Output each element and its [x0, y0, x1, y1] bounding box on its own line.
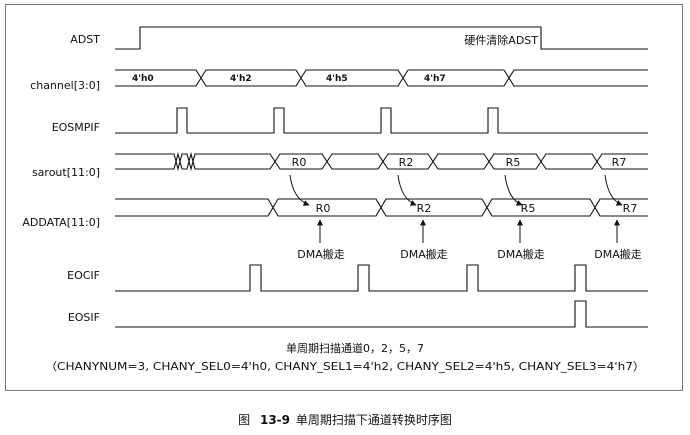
- dma-arrows: [317, 219, 620, 243]
- eosmpif-label: EOSMPIF: [52, 121, 100, 134]
- channel-value: 4'h7: [424, 74, 446, 84]
- transfer-arrow: [289, 174, 310, 206]
- addata-label: ADDATA[11:0]: [22, 216, 100, 229]
- adst-clear-annotation: 硬件清除ADST: [464, 33, 538, 47]
- transfer-arrows: [289, 174, 623, 206]
- eosif-label: EOSIF: [68, 311, 100, 324]
- scan-config-note: （CHANYNUM=3, CHANY_SEL0=4'h0, CHANY_SEL1…: [45, 360, 645, 373]
- addata-value: R7: [623, 202, 638, 215]
- channel-value: 4'h0: [132, 74, 154, 84]
- eocif-waveform: [115, 264, 648, 292]
- dma-label: DMA搬走: [594, 247, 642, 261]
- dma-label: DMA搬走: [400, 247, 448, 261]
- figure-label: 图: [238, 413, 250, 427]
- dma-label: DMA搬走: [497, 247, 545, 261]
- addata-value: R2: [417, 202, 432, 215]
- sarout-value: R0: [292, 156, 307, 169]
- sarout-value: R5: [506, 156, 521, 169]
- figure-title: 单周期扫描下通道转换时序图: [296, 412, 452, 427]
- eocif-label: EOCIF: [67, 269, 100, 282]
- sarout-label: sarout[11:0]: [32, 166, 100, 179]
- eosmpif-waveform: [115, 107, 648, 134]
- transfer-arrow: [397, 174, 417, 206]
- channel-label: channel[3:0]: [30, 79, 100, 92]
- figure-number: 13-9: [260, 413, 290, 427]
- adst-label: ADST: [70, 33, 100, 46]
- sarout-value: R7: [612, 156, 627, 169]
- transfer-arrow: [604, 174, 623, 206]
- addata-value: R5: [521, 202, 536, 215]
- addata-value: R0: [316, 202, 331, 215]
- scan-note: 单周期扫描通道0，2，5，7: [286, 341, 424, 355]
- addata-bus: [115, 198, 648, 217]
- eosif-waveform: [115, 300, 648, 328]
- sarout-value: R2: [399, 156, 414, 169]
- figure-caption: 图 13-9 单周期扫描下通道转换时序图: [238, 412, 452, 427]
- channel-value: 4'h5: [326, 74, 348, 84]
- channel-bus: [115, 69, 648, 87]
- adst-waveform: [115, 26, 648, 50]
- sarout-bus: [115, 151, 648, 172]
- transfer-arrow: [504, 174, 523, 206]
- dma-label: DMA搬走: [297, 247, 345, 261]
- channel-value: 4'h2: [230, 74, 252, 84]
